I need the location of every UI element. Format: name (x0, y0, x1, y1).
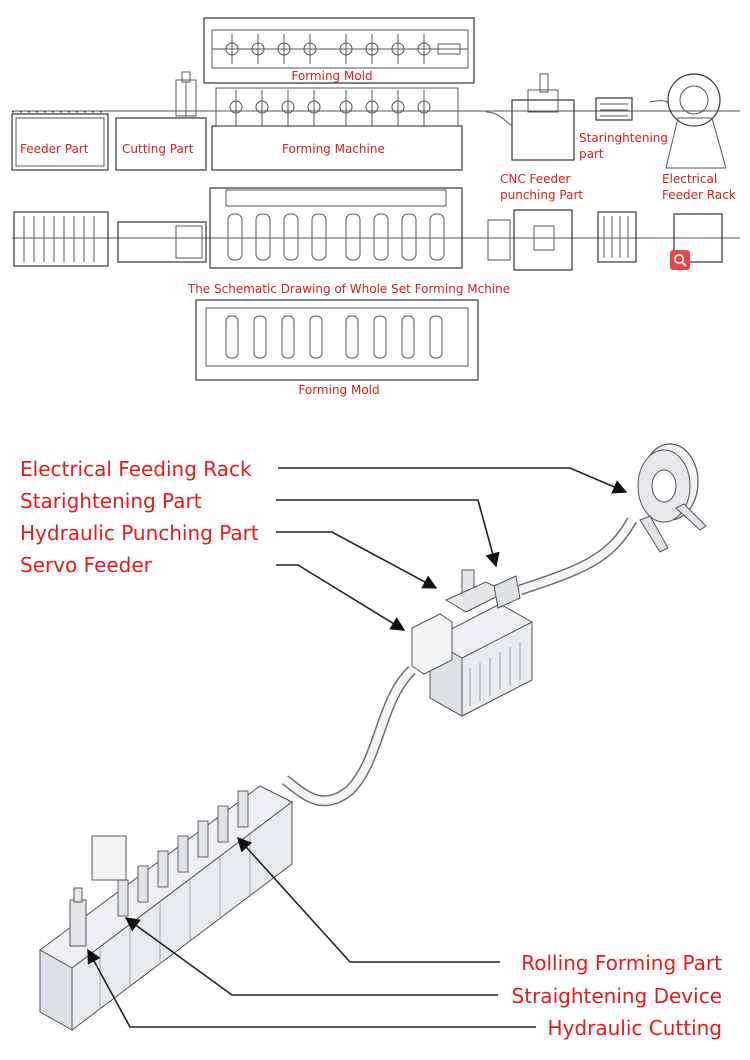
label-forming-mold-top: Forming Mold (291, 69, 372, 83)
label-cnc-feeder-line2: punching Part (500, 188, 583, 202)
callout-rolling-forming-part: Rolling Forming Part (521, 951, 722, 975)
zoom-icon (673, 254, 687, 267)
isometric-drawing: Electrical Feeding Rack Starightening Pa… (20, 443, 722, 1040)
plan-feeder (13, 211, 109, 267)
straightening-box (595, 97, 633, 121)
callout-servo-feeder: Servo Feeder (20, 553, 153, 577)
label-straightening-line2: part (579, 147, 604, 161)
plan-forming-machine (209, 187, 463, 269)
label-feeder-part: Feeder Part (20, 142, 89, 156)
iso-punching-machine (411, 569, 533, 717)
plan-straightening (597, 211, 637, 263)
label-straightening-line1: Staringhtening (579, 131, 668, 145)
cutting-part-box (115, 71, 207, 171)
cnc-feeder-box (485, 73, 575, 161)
callout-starightening-part: Starightening Part (20, 489, 202, 513)
forming-mold-bottom (195, 299, 479, 381)
label-cnc-feeder-line1: CNC Feeder (500, 172, 571, 186)
callout-straightening-device: Straightening Device (512, 984, 722, 1008)
callout-hydraulic-punching-part: Hydraulic Punching Part (20, 521, 259, 545)
iso-roll-forming-line (39, 785, 293, 1032)
plan-cnc-feeder (487, 209, 573, 271)
label-forming-mold-bottom: Forming Mold (298, 383, 379, 397)
plan-electrical-rack (673, 213, 723, 263)
callout-hydraulic-cutting: Hydraulic Cutting (548, 1016, 722, 1040)
label-electrical-line1: Electrical (662, 172, 717, 186)
forming-mold-top (203, 17, 475, 84)
callout-leaders (87, 467, 628, 1028)
plan-cutting (117, 221, 207, 263)
forming-machine-box (211, 87, 463, 171)
schematic-drawing: Forming Mold Feeder Part Cutting Part (11, 17, 740, 397)
feeder-part-box (11, 111, 109, 171)
iso-electrical-feeding-rack (637, 443, 707, 553)
zoom-button[interactable] (670, 250, 690, 270)
schematic-caption: The Schematic Drawing of Whole Set Formi… (187, 282, 510, 296)
label-cutting-part: Cutting Part (122, 142, 194, 156)
label-forming-machine: Forming Machine (282, 142, 385, 156)
callout-electrical-feeding-rack: Electrical Feeding Rack (20, 457, 252, 481)
electrical-feeder-rack (649, 73, 727, 169)
label-electrical-line2: Feeder Rack (662, 188, 736, 202)
